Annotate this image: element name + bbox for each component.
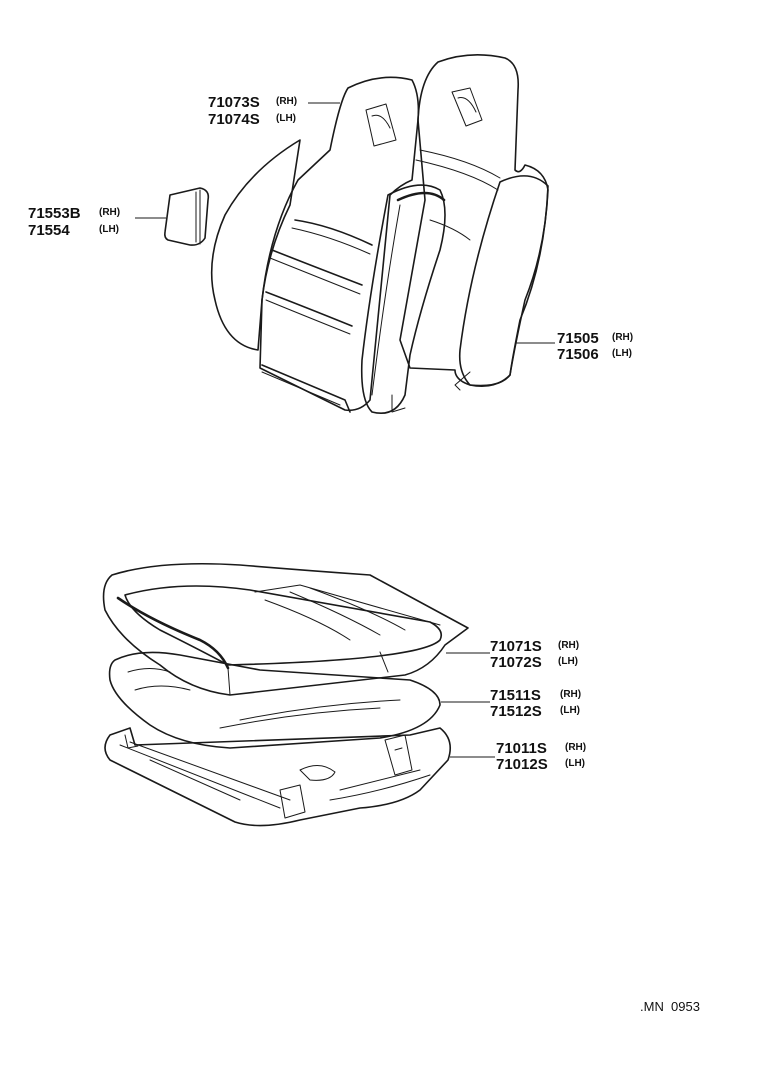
part-number-71011s: 71011S xyxy=(496,740,547,757)
part-number-71554: 71554 xyxy=(28,222,70,239)
diagram-code: .MN 0953 xyxy=(640,999,700,1014)
label-cushion-pad: 71511S (RH) 71512S (LH) xyxy=(490,687,581,720)
rear-seat-back xyxy=(399,54,549,391)
label-cushion-frame: 71011S (RH) 71012S (LH) xyxy=(496,740,586,773)
side-rh: (RH) xyxy=(558,640,579,651)
part-number-71511s: 71511S xyxy=(490,687,541,704)
cushion-pad-part xyxy=(108,651,441,749)
label-cushion-cover: 71071S (RH) 71072S (LH) xyxy=(490,638,579,671)
seat-cushion-assembly xyxy=(102,562,469,827)
label-back-frame: 71505 (RH) 71506 (LH) xyxy=(557,330,633,363)
part-number-71506: 71506 xyxy=(557,346,599,363)
side-lh: (LH) xyxy=(560,705,580,716)
side-rh: (RH) xyxy=(560,689,581,700)
side-lh: (LH) xyxy=(558,656,578,667)
front-seat-back xyxy=(210,76,446,414)
side-lh: (LH) xyxy=(276,113,296,124)
cushion-cover-part xyxy=(102,562,469,696)
side-pad-part xyxy=(164,187,210,246)
cushion-frame-part xyxy=(104,727,451,827)
part-number-71074s: 71074S xyxy=(208,111,260,128)
part-number-71071s: 71071S xyxy=(490,638,542,655)
side-lh: (LH) xyxy=(612,348,632,359)
side-rh: (RH) xyxy=(565,742,586,753)
part-number-71072s: 71072S xyxy=(490,654,542,671)
label-side-pad: 71553B (RH) 71554 (LH) xyxy=(28,205,120,239)
leader-lines xyxy=(135,102,555,758)
part-number-71012s: 71012S xyxy=(496,756,548,773)
part-number-71505: 71505 xyxy=(557,330,599,347)
side-rh: (RH) xyxy=(276,96,297,107)
part-number-71512s: 71512S xyxy=(490,703,542,720)
side-rh: (RH) xyxy=(99,207,120,218)
side-lh: (LH) xyxy=(565,758,585,769)
label-headrest-cover: 71073S (RH) 71074S (LH) xyxy=(208,94,297,128)
part-number-71553b: 71553B xyxy=(28,205,81,222)
seat-back-assembly xyxy=(164,54,549,414)
side-rh: (RH) xyxy=(612,332,633,343)
part-number-71073s: 71073S xyxy=(208,94,260,111)
side-lh: (LH) xyxy=(99,224,119,235)
